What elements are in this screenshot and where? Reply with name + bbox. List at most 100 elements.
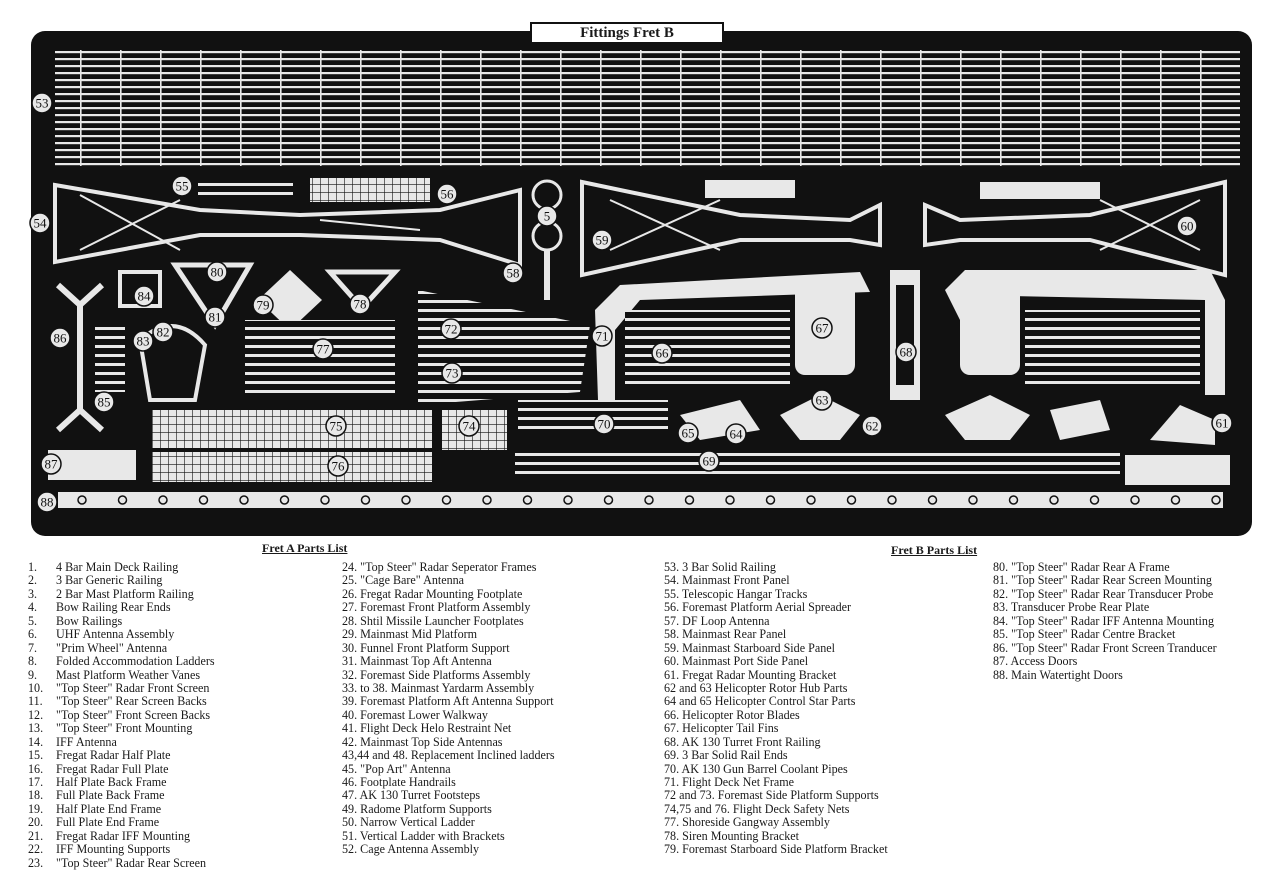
door-hole [603,495,614,505]
part-number: 9. [28,667,38,682]
parts-list-item: 31. Mainmast Top Aft Antenna [342,654,555,668]
fret-title: Fittings Fret B [530,22,724,44]
door-hole [401,495,411,505]
callout-63: 63 [811,389,833,411]
part-number: 19. [28,801,44,816]
part-number: 4. [28,600,38,615]
callout-circle [698,450,720,472]
callout-label: 53 [36,96,49,111]
part-53-railings [55,50,1240,166]
parts-list-item: 20. Full Plate End Frame [20,815,215,829]
parts-list-item: 81. "Top Steer" Radar Rear Screen Mounti… [993,573,1217,587]
callout-67: 67 [811,317,833,339]
part-label: Cage Antenna Assembly [357,842,480,857]
callout-label: 54 [34,216,48,231]
part-76 [152,452,432,482]
callout-label: 86 [54,331,68,346]
part-number: 22. [28,842,44,857]
part-label: "Top Steer" Radar IFF Antenna Mounting [1008,613,1214,628]
callout-label: 76 [332,459,346,474]
part-78 [324,269,401,312]
callout-label: 80 [211,265,224,280]
parts-list-item: 40. Foremast Lower Walkway [342,708,555,722]
parts-list-item: 58. Mainmast Rear Panel [664,627,888,641]
parts-list-item: 2. 3 Bar Generic Railing [20,573,215,587]
part-number: 29. [342,627,358,642]
parts-list-item: 70. AK 130 Gun Barrel Coolant Pipes [664,761,888,776]
callout-53: 53 [31,92,53,114]
part-number: 25. [342,573,358,588]
part-label: Telescopic Hangar Tracks [679,586,808,601]
part-label: "Top Steer" Radar Front Screen Tranducer [1008,640,1217,655]
parts-list-item: 61. Fregat Radar Mounting Bracket [664,667,888,682]
part-number: 27. [342,600,358,615]
callout-74: 74 [458,415,480,437]
door-hole [806,495,816,505]
part-number: 3. [28,586,38,601]
callout-label: 65 [682,426,695,441]
part-number: 11. [28,694,43,709]
parts-list-item: 71. Flight Deck Net Frame [664,775,888,789]
parts-list-item: 88. Main Watertight Doors [993,667,1217,682]
part-number: 8. [28,654,38,669]
callout-64: 64 [725,423,747,445]
callout-5: 5 [536,205,558,227]
part-number: 52. [342,842,358,857]
part-number: 70. [664,761,680,776]
part-label: 4 Bar Main Deck Railing [53,560,179,574]
callout-59: 59 [591,229,613,251]
part-number: 26. [342,586,358,601]
part-56 [310,178,430,202]
parts-list-item: 54. Mainmast Front Panel [664,573,888,587]
door-hole [846,495,857,505]
callout-circle [312,338,334,360]
part-86 [55,282,105,433]
callout-label: 67 [816,321,830,336]
part-number: 41. [342,721,358,736]
parts-list-item: 60. Mainmast Port Side Panel [664,654,888,669]
part-number: 88. [993,667,1009,682]
callout-label: 62 [866,419,879,434]
part-87-left [48,450,136,480]
part-number: 71. [664,775,680,789]
part-number: 47. [342,788,358,803]
part-label: Half Plate End Frame [53,801,162,816]
callout-66: 66 [651,342,673,364]
callout-60: 60 [1176,215,1198,237]
parts-list-item: 80. "Top Steer" Radar Rear A Frame [993,560,1217,574]
parts-list-item: 32. Foremast Side Platforms Assembly [342,667,555,682]
part-label: "Top Steer" Radar Centre Bracket [1008,627,1176,642]
callout-label: 84 [138,289,152,304]
parts-list-item: 45. "Pop Art" Antenna [342,762,555,776]
callout-label: 69 [703,454,716,469]
part-number: 86. [993,640,1009,655]
part-number: 1. [28,560,38,574]
part-label: Foremast Starboard Side Platform Bracket [679,842,888,857]
parts-list-item: 23. "Top Steer" Radar Rear Screen [20,855,215,870]
part-number: 10. [28,680,44,695]
part-number: 60. [664,654,680,669]
part-67-right [960,280,1020,375]
part-label: Fregat Radar Full Plate [53,761,169,776]
part-label: Footplate Handrails [357,775,456,789]
callout-circle [29,212,51,234]
part-label: AK 130 Turret Front Railing [679,734,821,749]
part-label: "Top Steer" Radar Rear Screen [53,855,207,870]
parts-list-item: 28. Shtil Missile Launcher Footplates [342,614,555,628]
callout-circle [677,422,699,444]
part-label: Funnel Front Platform Support [357,640,510,655]
part-label: 3 Bar Solid Rail Ends [679,748,788,763]
part-label: "Cage Bare" Antenna [357,573,465,588]
part-number: 80. [993,560,1009,574]
parts-list-item: 24. "Top Steer" Radar Seperator Frames [342,560,555,574]
callout-circle [436,183,458,205]
part-number: 32. [342,667,358,682]
parts-list-item: 9. Mast Platform Weather Vanes [20,667,215,682]
part-label: Radome Platform Supports [357,801,492,816]
callout-circle [811,389,833,411]
part-number: 61. [664,667,680,682]
parts-list-item: 30. Funnel Front Platform Support [342,640,555,655]
